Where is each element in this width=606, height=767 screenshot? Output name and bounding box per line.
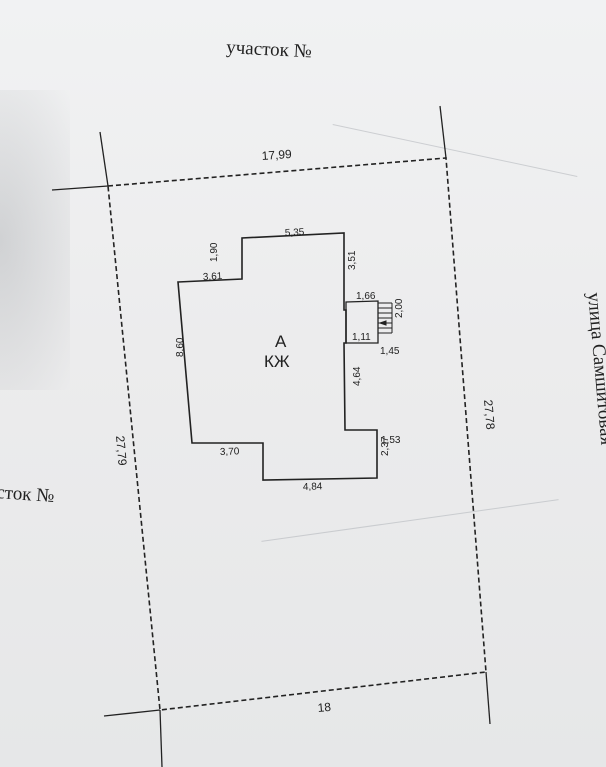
corner-tick (103, 709, 161, 717)
porch-steps (378, 302, 393, 334)
dim-top-left-horiz: 3,61 (203, 271, 223, 283)
left-plot-label: сток № (0, 482, 55, 507)
corner-tick (99, 131, 109, 187)
dim-porch-inner: 1,11 (352, 332, 371, 343)
plot-left-dimension: 27,79 (113, 435, 130, 466)
corner-tick (485, 671, 491, 725)
dim-porch-side: 1,45 (380, 346, 400, 357)
dim-bottom-left: 3,70 (220, 446, 240, 458)
plot-right-dimension: 27,78 (481, 399, 498, 430)
plot-top-dimension: 17,99 (261, 147, 292, 163)
dim-porch-width: 1,66 (356, 291, 376, 302)
dim-top-left-vert: 1,90 (209, 242, 220, 262)
porch-outline (345, 300, 379, 344)
street-label: улица Самшитовая (583, 292, 606, 447)
corner-tick (159, 709, 163, 767)
building-outline (177, 232, 378, 481)
building-letter: А (275, 332, 287, 351)
dim-top: 5,35 (285, 227, 305, 239)
dim-porch-depth: 2,00 (394, 298, 405, 318)
corner-tick (439, 105, 447, 159)
dim-left: 8,60 (175, 337, 186, 357)
top-plot-label: участок № (226, 37, 313, 62)
building-material: КЖ (264, 352, 290, 371)
dim-bottom-right-vert: 2,37 (380, 436, 391, 456)
plot-boundary (107, 157, 487, 711)
plot-bottom-dimension: 18 (317, 700, 332, 715)
dim-right-upper: 3,51 (347, 250, 358, 270)
dim-bottom: 4,84 (303, 481, 323, 493)
dim-bottom-right-horiz: 1,53 (381, 435, 401, 446)
paper-shadow (0, 90, 70, 390)
corner-tick (51, 185, 109, 191)
dim-right-lower: 4,64 (352, 366, 363, 386)
